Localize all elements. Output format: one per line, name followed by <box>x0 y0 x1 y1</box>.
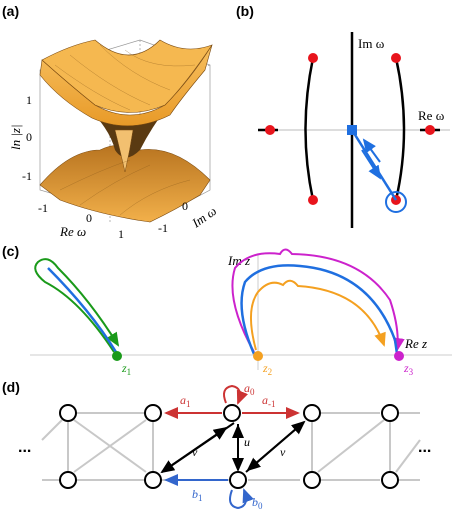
b-path <box>350 129 398 201</box>
b-branch-point <box>308 53 318 63</box>
c-point-z2 <box>253 351 263 361</box>
b-re-label: Re ω <box>418 108 445 123</box>
a-ztick-0: 0 <box>26 130 32 144</box>
d-label-b1: b1 <box>192 487 203 503</box>
a-ylabel: Im ω <box>188 203 219 231</box>
c-im-label: Im z <box>227 253 250 268</box>
a-xlabel: Re ω <box>59 224 86 239</box>
lattice-site <box>303 404 321 422</box>
lattice-site <box>144 404 162 422</box>
c-blue-left <box>47 267 118 353</box>
panel-c-label: (c) <box>2 243 19 259</box>
c-label-z2: z2 <box>262 361 272 377</box>
d-lattice-bonds <box>41 412 421 481</box>
b-im-label: Im ω <box>358 36 385 51</box>
b-branch-point <box>425 125 435 135</box>
lattice-site <box>59 471 77 489</box>
d-label-v-right: v <box>280 445 286 459</box>
c-re-label: Re z <box>404 336 427 351</box>
panel-a-label: (a) <box>2 3 19 19</box>
panel-d: (d) <box>2 379 431 511</box>
c-point-z3 <box>394 351 404 361</box>
c-label-z3: z3 <box>403 361 414 377</box>
b-arrow-down <box>361 149 382 180</box>
lattice-site <box>303 471 321 489</box>
b-cut-right <box>394 57 406 201</box>
a-ztick-1: 1 <box>26 93 32 107</box>
b-branch-point <box>308 195 318 205</box>
lattice-site <box>381 471 399 489</box>
c-orange-loop <box>250 279 386 351</box>
d-hop-a0-loop <box>223 384 249 405</box>
c-blue-arc <box>240 264 399 355</box>
a-xtick-0: 0 <box>86 211 92 225</box>
lattice-site <box>144 471 162 489</box>
d-ellipsis-right: ... <box>418 439 431 456</box>
d-hop-v-right-back <box>246 421 305 472</box>
surface-upper-back <box>41 39 213 113</box>
lattice-site <box>59 404 77 422</box>
b-arrow-up <box>362 138 381 163</box>
lattice-site <box>229 471 247 489</box>
b-branch-point <box>265 125 275 135</box>
lattice-site <box>381 404 399 422</box>
a-xtick-1: 1 <box>118 227 124 241</box>
c-green-loop <box>34 258 120 353</box>
surface-pinch <box>114 129 134 173</box>
lattice-site <box>223 404 241 422</box>
d-label-b0: b0 <box>252 495 263 511</box>
panel-b-label: (b) <box>236 3 254 19</box>
a-ytick-0: 0 <box>182 199 188 213</box>
panel-d-label: (d) <box>2 379 20 395</box>
a-ytick-m1: -1 <box>158 221 168 235</box>
d-ellipsis-left: ... <box>18 439 31 456</box>
b-loop-circle <box>385 191 407 213</box>
panel-c: (c) Im z Re z z1 z2 z3 <box>2 243 452 377</box>
d-label-v-left: v <box>192 445 198 459</box>
d-label-a1: a1 <box>180 393 191 409</box>
a-ztick-m1: -1 <box>22 169 32 183</box>
panel-a: (a) ln |z| 1 0 -1 -1 0 1 Re ω <box>2 3 219 241</box>
d-hop-b0-loop <box>229 488 254 510</box>
c-magenta-loop <box>231 248 405 353</box>
d-label-a0: a0 <box>244 381 255 397</box>
surface-grid <box>54 44 196 216</box>
d-label-u: u <box>244 435 250 449</box>
b-cut-left <box>304 57 315 201</box>
surface-lower <box>39 144 211 223</box>
a-xtick-m1: -1 <box>38 201 48 215</box>
d-label-a-1: a-1 <box>262 393 276 409</box>
d-nodes <box>59 404 399 489</box>
c-label-z1: z1 <box>121 361 131 377</box>
b-branch-point <box>391 53 401 63</box>
a-zlabel: ln |z| <box>8 124 23 150</box>
c-point-z1 <box>112 351 122 361</box>
panel-b: (b) Im ω Re ω <box>236 3 450 228</box>
d-hop-v-left-back <box>161 426 228 473</box>
